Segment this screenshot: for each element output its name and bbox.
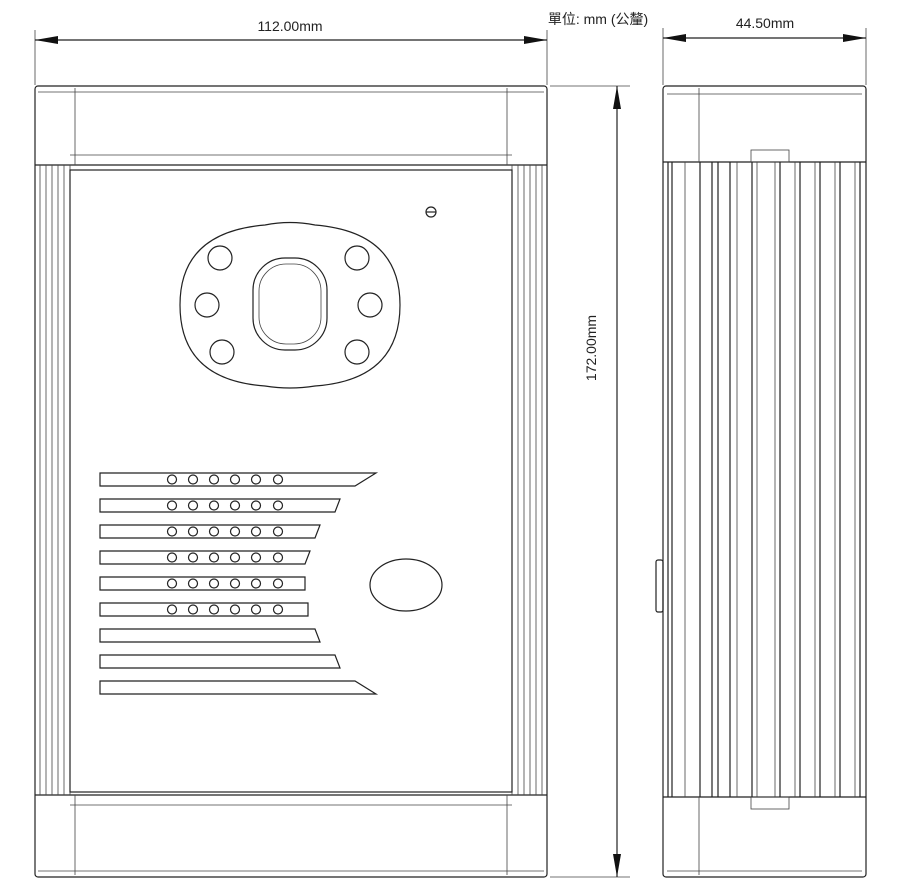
top-cap: [35, 88, 547, 166]
camera-module: [179, 221, 401, 389]
front-view: [34, 85, 548, 878]
height-dimension: 172.00mm: [550, 85, 630, 878]
unit-label: 單位: mm (公釐): [548, 11, 648, 27]
speaker-hole: [208, 500, 220, 511]
speaker-slot: [99, 524, 321, 539]
width-dimension: 112.00mm: [34, 18, 548, 85]
side-bump: [655, 559, 664, 613]
heat-fins: [667, 162, 861, 797]
speaker-slot: [99, 602, 309, 617]
speaker-hole: [208, 526, 220, 537]
speaker-hole: [250, 578, 262, 589]
camera-lens: [252, 257, 328, 351]
speaker-hole: [272, 552, 284, 563]
speaker-hole: [250, 552, 262, 563]
speaker-hole: [166, 526, 178, 537]
speaker-hole: [229, 552, 241, 563]
ir-leds: [194, 245, 383, 365]
speaker-slot: [99, 628, 321, 643]
bottom-cap: [35, 794, 547, 875]
speaker-hole: [250, 604, 262, 615]
speaker-hole: [229, 474, 241, 485]
speaker-hole: [272, 604, 284, 615]
speaker-slot: [99, 498, 341, 513]
speaker-hole: [229, 526, 241, 537]
width-label: 112.00mm: [257, 18, 322, 34]
speaker-hole: [166, 552, 178, 563]
camera-bezel: [179, 221, 401, 389]
speaker-hole: [272, 526, 284, 537]
speaker-hole: [272, 500, 284, 511]
depth-dimension: 44.50mm: [662, 15, 867, 85]
side-view: [655, 85, 867, 878]
call-button[interactable]: [369, 558, 443, 612]
speaker-hole: [166, 474, 178, 485]
height-label: 172.00mm: [583, 315, 599, 381]
speaker-hole: [166, 604, 178, 615]
led-icon: [194, 292, 220, 318]
speaker-hole: [208, 578, 220, 589]
speaker-slot: [99, 680, 379, 695]
speaker-hole: [250, 500, 262, 511]
speaker-hole: [187, 474, 199, 485]
speaker-hole: [166, 578, 178, 589]
depth-label: 44.50mm: [736, 15, 794, 31]
speaker-hole: [208, 474, 220, 485]
speaker-slot: [99, 654, 341, 669]
speaker-hole: [250, 526, 262, 537]
speaker-hole: [208, 552, 220, 563]
speaker-hole: [250, 474, 262, 485]
speaker-hole: [166, 500, 178, 511]
speaker-hole: [229, 604, 241, 615]
side-rails: [39, 165, 543, 795]
led-icon: [344, 245, 370, 271]
led-icon: [344, 339, 370, 365]
led-icon: [207, 245, 233, 271]
speaker-slot: [99, 550, 311, 565]
speaker-hole: [187, 578, 199, 589]
led-icon: [209, 339, 235, 365]
speaker-hole: [187, 552, 199, 563]
speaker-hole: [272, 474, 284, 485]
speaker-hole: [229, 578, 241, 589]
led-icon: [357, 292, 383, 318]
speaker-hole: [187, 500, 199, 511]
speaker-hole: [272, 578, 284, 589]
front-panel: [69, 169, 513, 793]
speaker-hole: [187, 526, 199, 537]
speaker-hole: [229, 500, 241, 511]
speaker-slot: [99, 472, 379, 487]
speaker-hole: [187, 604, 199, 615]
speaker-hole: [208, 604, 220, 615]
speaker-grille: [99, 472, 379, 695]
speaker-slot: [99, 576, 306, 591]
